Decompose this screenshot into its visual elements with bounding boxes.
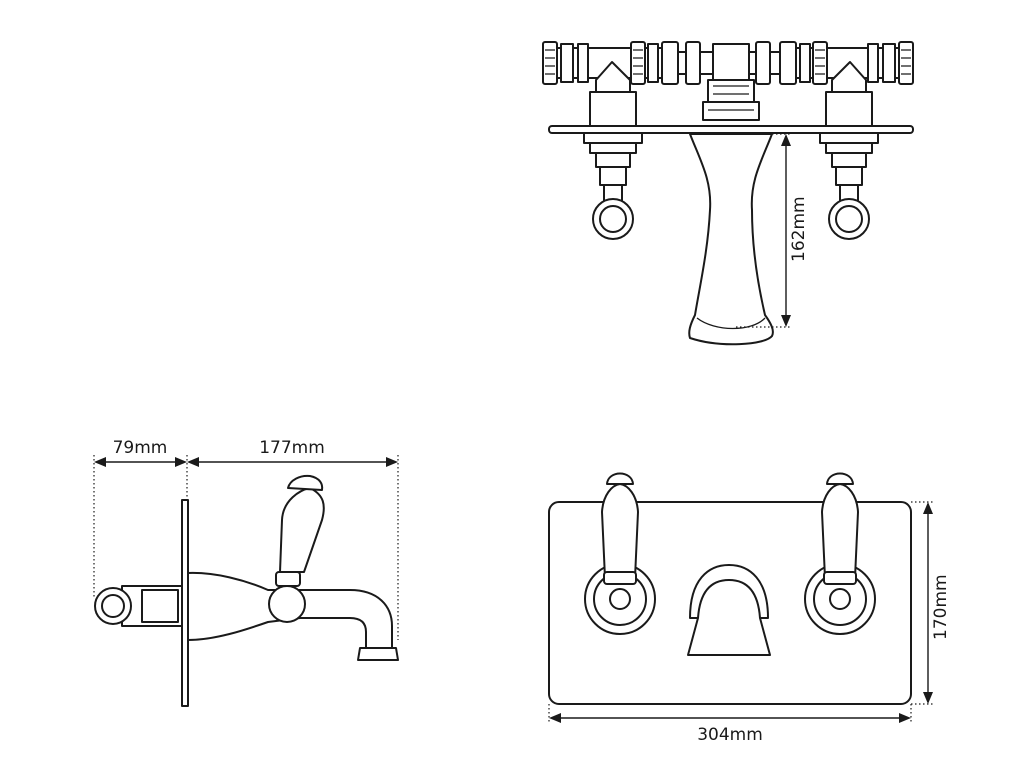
side-view: 79mm 177mm — [93, 438, 399, 707]
lever-handle — [279, 487, 325, 573]
left-lever-collar — [603, 571, 637, 585]
lever-ring — [592, 198, 634, 240]
spout-plan — [688, 133, 774, 346]
dim-arrow — [923, 692, 933, 704]
union-nut — [755, 41, 771, 85]
union-nut — [661, 41, 679, 85]
valve-nut — [831, 152, 867, 168]
right-spindle — [829, 588, 851, 610]
lever-ring-inner — [599, 205, 627, 233]
lever-ring-inner — [835, 205, 863, 233]
pipework — [542, 41, 914, 121]
tee-detail — [708, 85, 754, 111]
union-nut — [812, 41, 828, 85]
rear-body — [141, 589, 179, 623]
front-view: 170mm 304mm — [548, 472, 951, 745]
valve-flange — [819, 132, 879, 144]
left-valve-top — [583, 61, 643, 240]
lever-ring — [828, 198, 870, 240]
union-nut — [685, 41, 701, 85]
dim-arrow — [94, 457, 106, 467]
right-lever-collar — [823, 571, 857, 585]
union-nut — [542, 41, 558, 85]
right-lever-cap — [826, 472, 854, 485]
thread-lines — [545, 49, 911, 75]
union-nut — [630, 41, 646, 85]
right-lever-handle — [821, 483, 859, 579]
spout-outlet — [696, 317, 766, 330]
union-nut — [867, 43, 879, 83]
union-nut — [647, 43, 659, 83]
valve-stem — [599, 166, 627, 186]
valve-body — [825, 91, 873, 127]
dim-arrow — [781, 315, 791, 327]
dim-label-plate-height: 170mm — [931, 574, 951, 640]
dim-arrow — [175, 457, 187, 467]
valve-body — [589, 91, 637, 127]
dim-label-spout-height: 162mm — [789, 196, 809, 262]
lever-cap — [287, 474, 324, 491]
rear-union-inner — [101, 594, 125, 618]
dim-label-plate-width: 304mm — [697, 725, 763, 745]
valve-cone — [595, 61, 631, 93]
rear-union — [94, 587, 132, 625]
dim-arrow — [549, 713, 561, 723]
union-nut — [560, 43, 574, 83]
valve-flange — [825, 142, 873, 154]
dim-arrow — [899, 713, 911, 723]
union-nut — [799, 43, 811, 83]
dim-arrow — [386, 457, 398, 467]
dim-arrow — [781, 134, 791, 146]
top-view-backplate — [548, 125, 914, 134]
dim-label-wall-depth: 79mm — [113, 438, 168, 458]
valve-flange — [589, 142, 637, 154]
lever-collar — [275, 571, 301, 587]
valve-stem — [835, 166, 863, 186]
valve-nut — [595, 152, 631, 168]
union-nut — [882, 43, 896, 83]
top-view: 162mm — [542, 41, 914, 346]
thread-lines — [633, 49, 825, 75]
left-spindle — [609, 588, 631, 610]
union-nut — [577, 43, 589, 83]
dim-label-spout-projection: 177mm — [259, 438, 325, 458]
centre-tee — [712, 43, 750, 81]
valve-flange — [583, 132, 643, 144]
centre-tee-base — [702, 101, 760, 121]
spout-front — [687, 579, 771, 656]
union-nut — [779, 41, 797, 85]
dim-arrow — [923, 502, 933, 514]
left-lever-handle — [601, 483, 639, 579]
lever-hub — [268, 585, 306, 623]
dim-arrow — [187, 457, 199, 467]
right-valve-top — [819, 61, 879, 240]
left-lever-cap — [606, 472, 634, 485]
centre-tee-stem — [707, 79, 755, 103]
union-nut — [898, 41, 914, 85]
valve-cone — [831, 61, 867, 93]
spout-outlet-side — [357, 647, 399, 661]
